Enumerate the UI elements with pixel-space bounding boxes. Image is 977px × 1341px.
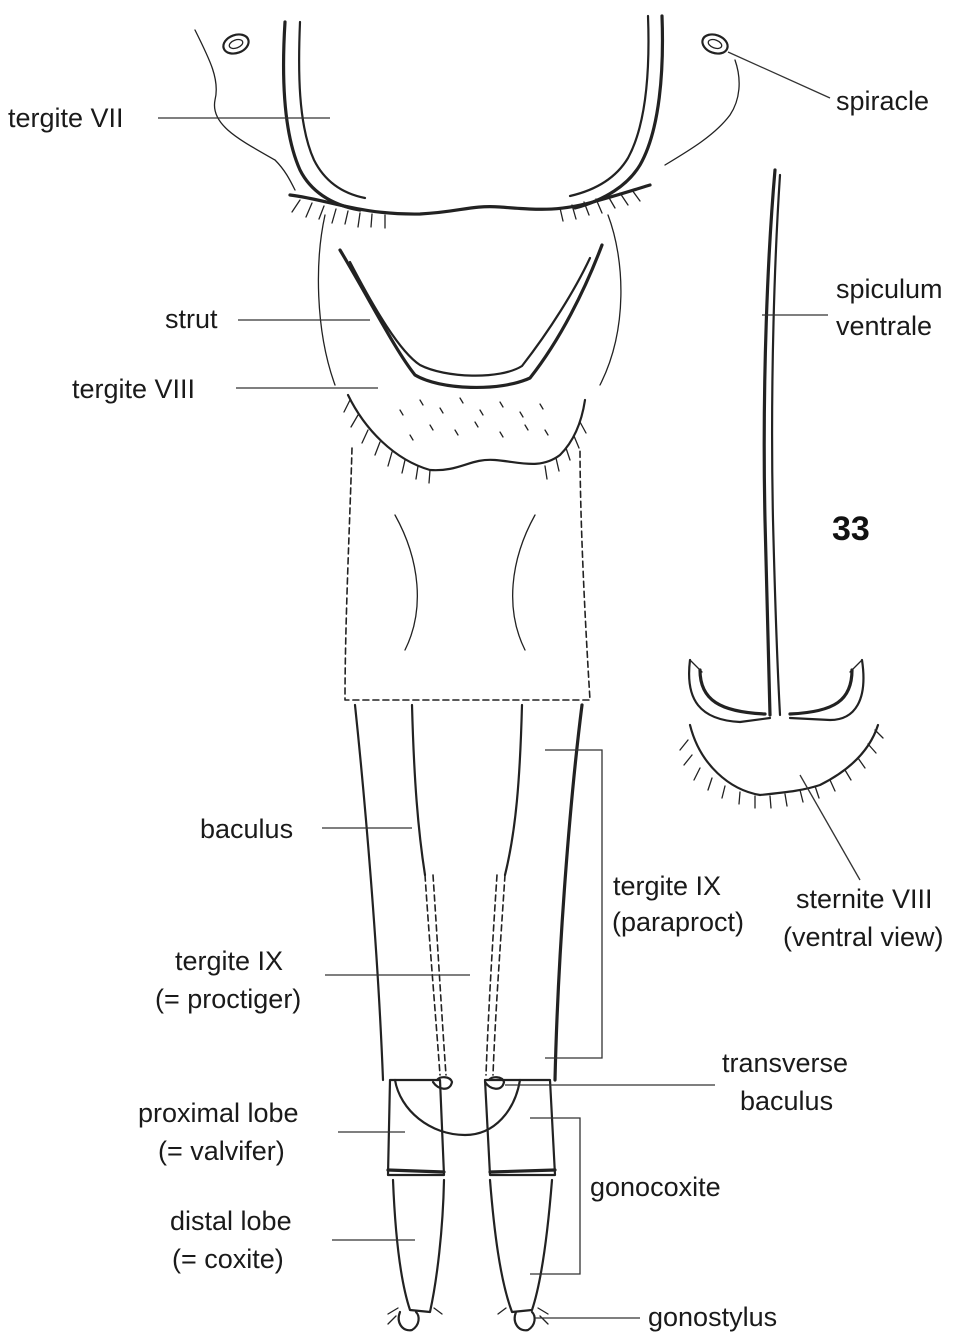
label-gonocoxite: gonocoxite: [590, 1172, 721, 1202]
label-sternite-viii-line2: (ventral view): [783, 922, 944, 952]
label-tergite-ix-proctiger-line2: (= proctiger): [155, 984, 301, 1014]
label-tergite-viii: tergite VIII: [72, 374, 195, 404]
label-spiculum-line1: spiculum: [836, 274, 943, 304]
label-proximal-lobe-line1: proximal lobe: [138, 1098, 299, 1128]
gonocoxite-drawing: [388, 1080, 555, 1330]
figure-number: 33: [832, 510, 870, 548]
label-sternite-viii-line1: sternite VIII: [796, 884, 933, 914]
label-transverse-baculus-line1: transverse: [722, 1048, 848, 1078]
spiracle-left: [221, 31, 252, 57]
label-tergite-ix-proctiger-line1: tergite IX: [175, 946, 283, 976]
label-tergite-vii: tergite VII: [8, 103, 124, 133]
label-spiracle: spiracle: [836, 86, 929, 116]
sternite-viii-drawing: [680, 170, 883, 808]
tergite-ix-drawing: [355, 705, 582, 1135]
label-distal-lobe-line2: (= coxite): [172, 1244, 284, 1274]
leader-lines: [158, 52, 860, 1318]
label-proximal-lobe-line2: (= valvifer): [158, 1136, 285, 1166]
label-tergite-ix-paraproct-line1: tergite IX: [613, 871, 721, 901]
label-transverse-baculus-line2: baculus: [740, 1086, 833, 1116]
label-tergite-ix-paraproct-line2: (paraproct): [612, 907, 744, 937]
tergite-viii-drawing: [318, 215, 620, 483]
label-gonostylus: gonostylus: [648, 1302, 777, 1332]
spiracle-right: [700, 31, 731, 57]
membrane-drawing: [345, 448, 590, 700]
label-distal-lobe-line1: distal lobe: [170, 1206, 292, 1236]
label-baculus: baculus: [200, 814, 293, 844]
label-strut: strut: [165, 304, 218, 334]
label-spiculum-line2: ventrale: [836, 311, 932, 341]
tergite-vii-drawing: [195, 16, 739, 228]
